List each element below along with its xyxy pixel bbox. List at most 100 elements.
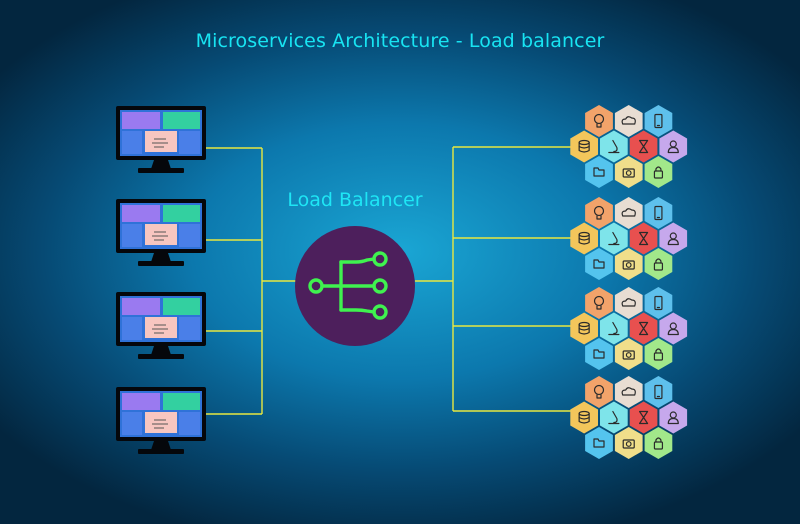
microscope-icon [608, 321, 620, 336]
service-hexagon [629, 222, 658, 255]
monitor-neck [151, 441, 171, 450]
service-hexagon [614, 287, 643, 319]
load-balancer-node [295, 226, 415, 346]
monitor-neck [151, 160, 171, 169]
hexagon-tile [570, 401, 598, 434]
camera-icon [622, 439, 635, 449]
hexagon-tile [570, 222, 598, 255]
service-hexagon [600, 222, 628, 255]
hexagon-tile [600, 401, 628, 434]
cloud-icon [621, 208, 636, 217]
cloud-icon [621, 298, 636, 307]
service-hexagon [644, 287, 673, 319]
hexagon-tile [644, 156, 673, 188]
service-hexagon [614, 156, 643, 188]
hexagon-tile [570, 130, 598, 163]
hexagon-tile [585, 338, 613, 370]
lightbulb-icon [593, 295, 605, 310]
service-hexagon [570, 222, 598, 255]
service-clusters [570, 105, 688, 459]
database-icon [578, 139, 590, 153]
hexagon-tile [585, 427, 613, 459]
window-tile-document [145, 317, 177, 338]
hourglass-icon [638, 231, 649, 246]
window-tile-document [145, 224, 177, 245]
hexagon-tile [570, 312, 598, 345]
window-tile-purple [122, 298, 160, 315]
hexagon-tile [600, 130, 628, 163]
hexagon-tile [614, 287, 643, 319]
window-tile-purple [122, 205, 160, 222]
service-hexagon [570, 312, 598, 345]
lock-icon [653, 166, 664, 179]
monitor-stand [138, 354, 184, 359]
lock-icon [653, 348, 664, 361]
database-icon [578, 231, 590, 245]
hexagon-tile [614, 427, 643, 459]
hexagon-tile [585, 248, 613, 280]
monitor-neck [151, 346, 171, 355]
folder-icon [593, 438, 605, 448]
window-tile-blue [122, 317, 142, 340]
service-hexagon [600, 401, 628, 434]
folder-icon [593, 349, 605, 359]
service-hexagon [659, 312, 688, 345]
client-monitor [116, 199, 206, 266]
user-icon [667, 322, 679, 336]
hexagon-tile [614, 338, 643, 370]
cloud-icon [621, 116, 636, 125]
window-tile-document [145, 412, 177, 433]
window-tile-blue [122, 224, 142, 247]
user-icon [667, 411, 679, 425]
hourglass-icon [638, 410, 649, 425]
hexagon-tile [644, 338, 673, 370]
service-hexagon [614, 376, 643, 408]
hexagon-tile [614, 105, 643, 137]
folder-icon [593, 167, 605, 177]
service-hexagon [585, 338, 613, 370]
smartphone-icon [654, 295, 663, 311]
service-hexagon [600, 312, 628, 345]
window-tile-green [163, 298, 200, 315]
service-hexagon [585, 105, 613, 137]
hexagon-tile [644, 105, 673, 137]
service-hexagon [570, 401, 598, 434]
client-monitor [116, 106, 206, 173]
service-hexagon [644, 376, 673, 408]
window-tile-blue [122, 412, 142, 435]
service-cluster [570, 105, 688, 188]
user-icon [667, 140, 679, 154]
hexagon-tile [614, 376, 643, 408]
cloud-icon [621, 387, 636, 396]
window-tile-blue [179, 317, 200, 340]
window-tile-blue [179, 412, 200, 435]
hexagon-tile [600, 222, 628, 255]
window-tile-green [163, 393, 200, 410]
hexagon-tile [644, 197, 673, 229]
window-tile-document [145, 131, 177, 152]
user-icon [667, 232, 679, 246]
page-title: Microservices Architecture - Load balanc… [195, 30, 605, 52]
monitor-stand [138, 449, 184, 454]
window-tile-green [163, 112, 200, 129]
hexagon-tile [644, 287, 673, 319]
hourglass-icon [638, 139, 649, 154]
window-tile-blue [179, 224, 200, 247]
service-hexagon [644, 427, 673, 459]
hexagon-tile [614, 248, 643, 280]
hexagon-tile [644, 427, 673, 459]
database-icon [578, 321, 590, 335]
window-tile-blue [179, 131, 200, 154]
hexagon-tile [600, 312, 628, 345]
service-hexagon [570, 130, 598, 163]
service-hexagon [585, 287, 613, 319]
lightbulb-icon [593, 205, 605, 220]
window-tile-purple [122, 112, 160, 129]
window-tile-green [163, 205, 200, 222]
service-hexagon [659, 130, 688, 163]
lock-icon [653, 437, 664, 450]
microscope-icon [608, 139, 620, 154]
hexagon-tile [585, 156, 613, 188]
monitor-stand [138, 261, 184, 266]
